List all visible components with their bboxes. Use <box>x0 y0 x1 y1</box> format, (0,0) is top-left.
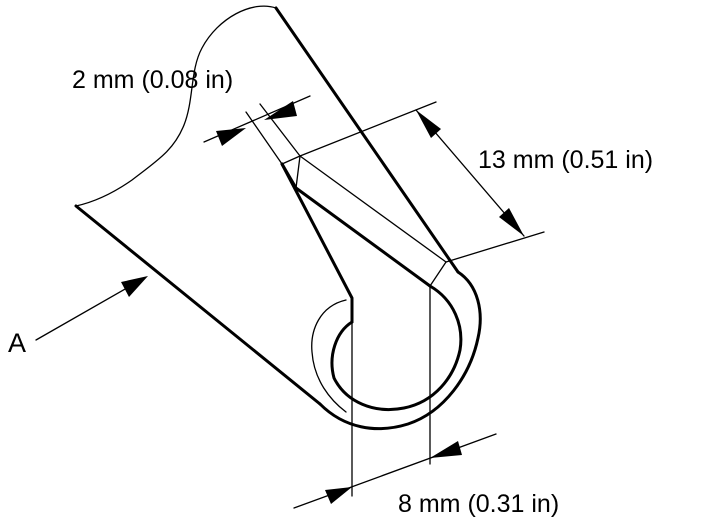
hem-inner-curve <box>330 284 463 411</box>
dim-2mm-label: 2 mm (0.08 in) <box>72 66 234 94</box>
hem-inner-thin-edge <box>299 155 447 263</box>
hem-outer-curve <box>318 270 482 431</box>
dim-8mm-arrow-left <box>325 487 352 504</box>
hem-edge-thin <box>311 299 347 413</box>
dim-13mm-label: 13 mm (0.51 in) <box>478 146 654 174</box>
dim-2mm-arrow-left <box>216 128 246 146</box>
break-line <box>75 5 277 207</box>
dim-8mm-label: 8 mm (0.31 in) <box>398 490 560 518</box>
dim-13mm-extension-bottom <box>445 231 545 263</box>
hem-flange-top-edge <box>280 162 432 288</box>
dim-13mm-arrow-top <box>416 110 441 138</box>
hem-flange-thickness-top <box>281 155 301 165</box>
hem-bend-tangent <box>429 261 447 287</box>
hem-flange-left-edge <box>280 162 354 324</box>
dim-2mm-arrow-right <box>264 101 297 120</box>
dim-2mm-extension-outer <box>245 111 283 165</box>
dim-13mm-arrow-bottom <box>499 208 524 236</box>
view-a-leader <box>35 283 135 341</box>
hem-flange-thickness-right <box>295 155 301 189</box>
dim-8mm-arrow-right <box>430 441 462 458</box>
sheet-bottom-edge <box>74 204 322 406</box>
dim-13mm-extension-top <box>299 101 437 157</box>
dim-2mm-extension-inner <box>259 103 301 157</box>
view-a-arrowhead <box>121 276 148 297</box>
view-a-label: A <box>8 328 27 358</box>
sheet-outer-edge <box>274 6 460 274</box>
